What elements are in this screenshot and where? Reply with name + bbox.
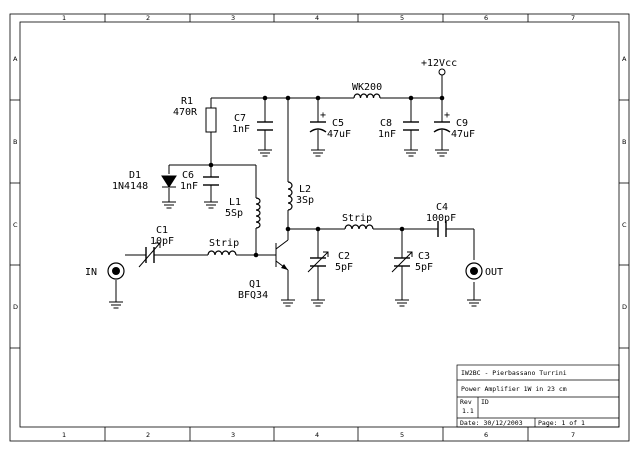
col-label: 1 bbox=[62, 431, 66, 439]
col-label: 7 bbox=[571, 431, 575, 439]
row-label: B bbox=[622, 138, 626, 146]
c1-ref-label: C1 bbox=[156, 225, 168, 236]
r1-ref-label: R1 bbox=[181, 96, 193, 107]
stripline-input bbox=[207, 250, 237, 256]
col-label: 3 bbox=[231, 431, 235, 439]
c7-value-label: 1nF bbox=[232, 124, 250, 135]
col-label: 5 bbox=[400, 14, 404, 22]
c8-value-label: 1nF bbox=[378, 129, 396, 140]
c9-plus-label: + bbox=[444, 110, 450, 121]
vcc-terminal bbox=[438, 68, 446, 76]
c6-value-label: 1nF bbox=[180, 181, 198, 192]
stripline-output bbox=[344, 224, 374, 230]
c5-value-label: 47uF bbox=[327, 129, 351, 140]
strip-output-label: Strip bbox=[342, 213, 372, 224]
diode-d1 bbox=[161, 175, 177, 188]
ground-symbols bbox=[109, 149, 481, 309]
title-block-id-label: ID bbox=[481, 398, 489, 406]
drawing-frame bbox=[9, 13, 630, 442]
title-block bbox=[456, 364, 620, 428]
l2-ref-label: L2 bbox=[299, 184, 311, 195]
l1-value-label: 5Sp bbox=[225, 208, 243, 219]
capacitor-c9 bbox=[433, 121, 451, 133]
c8-ref-label: C8 bbox=[380, 118, 392, 129]
title-block-rev-label: Rev bbox=[460, 398, 472, 406]
row-label: C bbox=[622, 221, 627, 229]
col-label: 5 bbox=[400, 431, 404, 439]
c2-ref-label: C2 bbox=[338, 251, 350, 262]
c4-value-label: 100pF bbox=[426, 213, 456, 224]
c5-ref-label: C5 bbox=[332, 118, 344, 129]
capacitor-c6 bbox=[203, 176, 219, 186]
col-label: 2 bbox=[146, 431, 150, 439]
row-label: C bbox=[13, 221, 18, 229]
row-label: A bbox=[622, 55, 627, 63]
col-label: 3 bbox=[231, 14, 235, 22]
inductor-l1 bbox=[255, 197, 261, 229]
inductor-l2 bbox=[287, 181, 293, 211]
strip-input-label: Strip bbox=[209, 238, 239, 249]
input-connector bbox=[107, 262, 125, 280]
row-label: A bbox=[13, 55, 18, 63]
c5-plus-label: + bbox=[320, 110, 326, 121]
title-block-author: IW2BC - Pierbassano Turrini bbox=[461, 369, 567, 377]
trimmer-capacitor-c1 bbox=[138, 242, 161, 268]
c4-ref-label: C4 bbox=[436, 202, 448, 213]
col-label: 6 bbox=[484, 14, 488, 22]
inductor-wk200 bbox=[353, 93, 381, 99]
q1-ref-label: Q1 bbox=[249, 279, 261, 290]
wk200-label: WK200 bbox=[352, 82, 382, 93]
col-label: 7 bbox=[571, 14, 575, 22]
frame-labels: 1 2 3 4 5 6 7 1 2 3 4 5 6 7 A B C D A B … bbox=[13, 14, 627, 439]
l2-value-label: 3Sp bbox=[296, 195, 314, 206]
trimmer-capacitor-c2 bbox=[307, 251, 329, 273]
title-block-title: Power Amplifier 1W in 23 cm bbox=[461, 385, 567, 393]
row-label: D bbox=[622, 303, 627, 311]
vcc-label: +12Vcc bbox=[421, 58, 457, 69]
output-connector bbox=[465, 262, 483, 280]
row-label: D bbox=[13, 303, 18, 311]
capacitor-c8 bbox=[403, 121, 419, 131]
resistor-r1 bbox=[205, 107, 217, 133]
c7-ref-label: C7 bbox=[234, 113, 246, 124]
c9-ref-label: C9 bbox=[456, 118, 468, 129]
row-label: B bbox=[13, 138, 17, 146]
col-label: 1 bbox=[62, 14, 66, 22]
title-block-rev-value: 1.1 bbox=[462, 407, 474, 415]
l1-ref-label: L1 bbox=[229, 197, 241, 208]
c6-ref-label: C6 bbox=[182, 170, 194, 181]
col-label: 4 bbox=[315, 431, 319, 439]
c2-value-label: 5pF bbox=[335, 262, 353, 273]
junction-dots bbox=[208, 95, 445, 258]
transistor-emitter-arrow bbox=[281, 264, 288, 270]
c3-value-label: 5pF bbox=[415, 262, 433, 273]
title-block-page: Page: 1 of 1 bbox=[538, 419, 585, 427]
d1-value-label: 1N4148 bbox=[112, 181, 148, 192]
in-label: IN bbox=[85, 267, 97, 278]
capacitor-c4 bbox=[437, 221, 447, 237]
c3-ref-label: C3 bbox=[418, 251, 430, 262]
c9-value-label: 47uF bbox=[451, 129, 475, 140]
d1-ref-label: D1 bbox=[129, 170, 141, 181]
title-block-date: Date: 30/12/2003 bbox=[460, 419, 523, 427]
capacitor-c5 bbox=[309, 121, 327, 133]
col-label: 2 bbox=[146, 14, 150, 22]
out-label: OUT bbox=[485, 267, 503, 278]
r1-value-label: 470R bbox=[173, 107, 198, 118]
c1-value-label: 10pF bbox=[150, 236, 174, 247]
col-label: 4 bbox=[315, 14, 319, 22]
trimmer-capacitor-c3 bbox=[391, 251, 413, 273]
col-label: 6 bbox=[484, 431, 488, 439]
q1-value-label: BFQ34 bbox=[238, 290, 268, 301]
capacitor-c7 bbox=[257, 121, 273, 131]
